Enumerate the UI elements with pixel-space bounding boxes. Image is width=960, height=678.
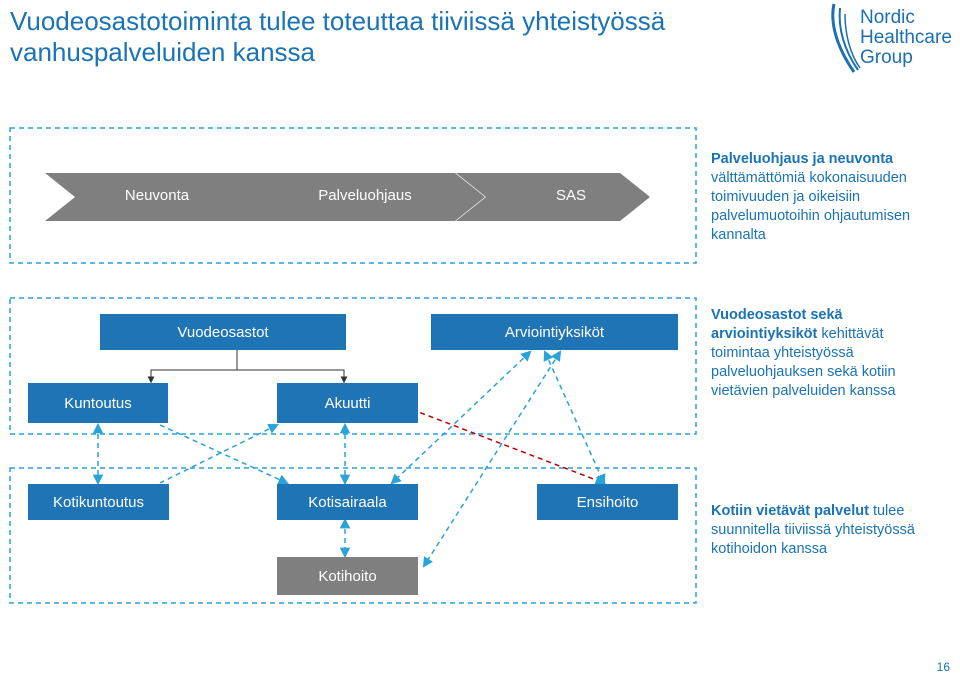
title-line-1: Vuodeosastotoiminta tulee toteuttaa tiiv… <box>10 6 666 36</box>
note-row-2-line-2: arviointiyksiköt kehittävät <box>711 325 956 344</box>
logo-line-2: Healthcare <box>860 27 952 48</box>
note-row-1-line-3: palvelumuotoihin ohjautumisen <box>711 208 911 224</box>
arrow-akuutti-ensihoito <box>394 402 606 485</box>
logo-line-1: Nordic <box>860 7 915 28</box>
note-row-2-line-5: vietävien palveluiden kanssa <box>711 383 896 399</box>
note-row-3-rest: tulee <box>868 503 905 519</box>
note-row-1-bold: Palveluohjaus ja neuvonta <box>711 151 894 167</box>
chevron-label-sas: SAS <box>555 187 586 204</box>
box-kotikuntoutus: Kotikuntoutus <box>28 484 169 520</box>
chevron-label-palveluohjaus: Palveluohjaus <box>318 187 412 204</box>
box-vuodeosastot: Vuodeosastot <box>100 314 346 350</box>
box-akuutti: Akuutti <box>277 383 418 423</box>
note-row-3: Kotiin vietävät palvelut tulee suunnitel… <box>711 502 956 559</box>
note-row-2-bold-1: Vuodeosastot sekä <box>711 307 843 323</box>
box-arviointiyksikot: Arviointiyksiköt <box>431 314 678 350</box>
chevron-label-neuvonta: Neuvonta <box>124 187 190 204</box>
frame-row-2 <box>9 297 697 435</box>
chevron-neuvonta <box>45 173 285 221</box>
note-row-2-line-3: toimintaa yhteistyössä <box>711 345 854 361</box>
note-row-2: Vuodeosastot sekä arviointiyksiköt kehit… <box>711 306 956 401</box>
note-row-3-line-1: Kotiin vietävät palvelut tulee <box>711 502 956 521</box>
nordic-healthcare-group-logo: Nordic Healthcare Group <box>828 2 960 74</box>
logo-text: Nordic Healthcare Group <box>860 8 952 68</box>
note-row-2-rest-2: kehittävät <box>817 326 884 342</box>
note-row-3-line-2: suunnitella tiiviissä yhteistyössä <box>711 522 915 538</box>
frame-row-3 <box>9 467 697 604</box>
chevron-sas <box>456 173 650 221</box>
frame-row-1 <box>9 127 697 264</box>
box-kotihoito: Kotihoito <box>277 557 418 595</box>
arrow-arviointi-kotihoito <box>422 350 562 568</box>
connector-to-akuutti <box>237 369 348 384</box>
chevron-palveluohjaus <box>245 173 485 221</box>
box-kotisairaala: Kotisairaala <box>277 484 418 520</box>
page-number: 16 <box>936 660 950 674</box>
box-ensihoito: Ensihoito <box>537 484 678 520</box>
page-title: Vuodeosastotoiminta tulee toteuttaa tiiv… <box>10 6 730 68</box>
note-row-1-line-4: kannalta <box>711 227 766 243</box>
note-row-1-line-1: välttämättömiä kokonaisuuden <box>711 170 907 186</box>
title-line-2: vanhuspalveluiden kanssa <box>10 37 315 67</box>
note-row-2-bold-2: arviointiyksiköt <box>711 326 818 342</box>
note-row-2-line-4: palveluohjauksen sekä kotiin <box>711 364 896 380</box>
note-row-1: Palveluohjaus ja neuvonta välttämättömiä… <box>711 150 956 245</box>
box-kuntoutus: Kuntoutus <box>28 383 168 423</box>
note-row-3-line-3: kotihoidon kanssa <box>711 541 828 557</box>
connector-to-kuntoutus <box>147 350 238 384</box>
arrow-akuutti-kotikuntoutus <box>159 424 279 484</box>
arrow-arviointi-ensihoito <box>543 350 606 485</box>
feather-icon <box>831 3 861 73</box>
logo-line-3: Group <box>860 47 913 68</box>
note-row-3-bold: Kotiin vietävät palvelut <box>711 503 869 519</box>
note-row-1-line-2: toimivuuden ja oikeisiin <box>711 189 861 205</box>
